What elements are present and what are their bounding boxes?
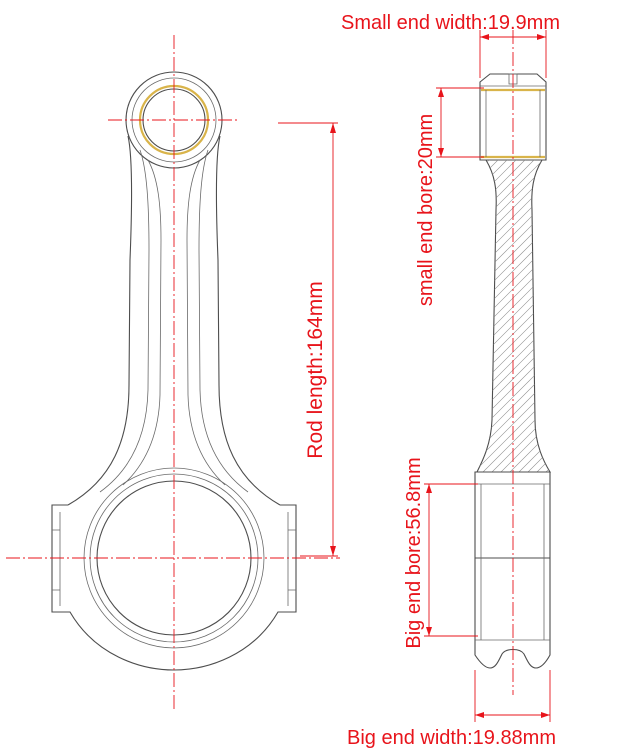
hatch-line: [470, 566, 560, 656]
hatch-line: [470, 485, 560, 575]
side-beam: [476, 159, 551, 473]
hatch-line: [477, 250, 550, 342]
hatch-line: [477, 214, 550, 306]
small-end-bore-label: small end bore:20mm: [415, 114, 437, 306]
hatch-line: [477, 232, 550, 324]
hatch-line: [470, 530, 560, 620]
big-end-bore-dimension: Big end bore:56.8mm: [403, 457, 478, 649]
big-end-width-dimension: Big end width:19.88mm: [347, 670, 556, 749]
side-small-end: [479, 73, 547, 161]
rod-beam-left-edge: [99, 149, 150, 493]
hatch-line: [470, 512, 560, 602]
big-end-bore-label: Big end bore:56.8mm: [403, 457, 425, 648]
hatch-line: [477, 187, 550, 279]
front-view: [6, 35, 340, 712]
hatch-line: [477, 286, 550, 378]
rod-beam-right-outer: [215, 135, 281, 506]
hatch-line: [477, 430, 550, 472]
hatch-line: [477, 349, 550, 441]
hatch-line: [477, 304, 550, 396]
big-end-bolt-boss-left: [52, 512, 61, 606]
rod-length-label: Rod length:164mm: [304, 281, 327, 458]
rod-beam-left-inner: [122, 159, 162, 486]
rod-beam-left-outer: [67, 135, 133, 506]
hatch-line: [477, 340, 550, 432]
rod-length-dimension: Rod length:164mm: [278, 122, 338, 557]
rod-beam-right-edge: [198, 149, 249, 493]
hatch-line: [470, 494, 560, 584]
hatch-line: [477, 205, 550, 297]
big-end-width-label: Big end width:19.88mm: [347, 727, 556, 749]
hatch-line: [477, 466, 550, 472]
hatch-line: [477, 223, 550, 315]
hatch-line: [470, 476, 560, 566]
hatch-line: [477, 196, 550, 288]
hatch-line: [477, 367, 550, 459]
hatch-line: [477, 322, 550, 414]
hatch-line: [477, 169, 550, 261]
hatch-line: [477, 331, 550, 423]
hatch-line: [477, 385, 550, 472]
side-big-end: [474, 471, 551, 669]
hatch-line: [477, 160, 550, 252]
small-end-width-dimension: Small end width:19.9mm: [341, 12, 560, 78]
hatch-line: [470, 557, 560, 647]
hatch-line: [477, 439, 550, 472]
hatch-line: [470, 503, 560, 593]
rod-beam-right-inner: [186, 159, 226, 486]
hatch-line: [477, 421, 550, 472]
side-view: [470, 30, 560, 695]
hatch-line: [477, 277, 550, 369]
hatch-line: [477, 295, 550, 387]
hatch-line: [477, 358, 550, 450]
hatch-line: [477, 178, 550, 270]
hatch-line: [477, 403, 550, 472]
hatch-line: [470, 575, 560, 665]
hatch-line: [470, 539, 560, 629]
hatch-line: [477, 259, 550, 351]
hatch-line: [477, 313, 550, 405]
hatch-line: [477, 268, 550, 360]
hatch-line: [477, 241, 550, 333]
big-end-bolt-boss-right: [287, 512, 296, 606]
hatch-line: [477, 376, 550, 468]
hatch-line: [477, 448, 550, 472]
hatch-line: [470, 548, 560, 638]
hatch-line: [477, 160, 550, 243]
small-end-bore-dimension: small end bore:20mm: [415, 87, 484, 306]
hatch-line: [470, 521, 560, 611]
small-end-width-label: Small end width:19.9mm: [341, 12, 560, 34]
section-hatching: [470, 160, 560, 665]
